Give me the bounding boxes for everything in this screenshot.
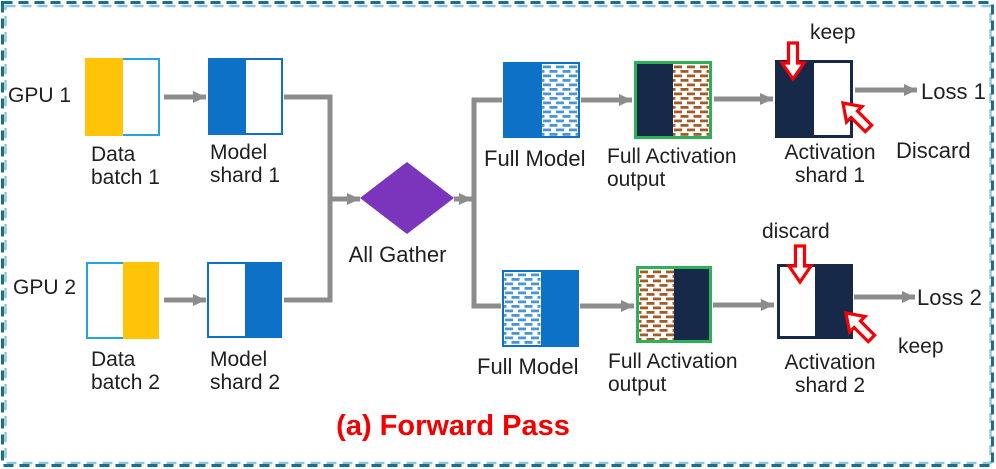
all-gather-label: All Gather	[348, 242, 447, 267]
gpu1-label: GPU 1	[8, 84, 72, 107]
full-model-1-label: Full Model	[484, 146, 586, 171]
keep-1-label: keep	[810, 21, 856, 44]
activation-shard-2-discarded-half	[780, 267, 815, 336]
connector-shards-join	[284, 94, 333, 303]
model-shard-2-filled-half	[244, 264, 280, 336]
model-shard-1-label: Model shard 1	[210, 141, 281, 187]
full-activation-2-label: Full Activation output	[608, 350, 738, 396]
discard-2-label: discard	[762, 220, 830, 243]
model-shard-2-box	[207, 262, 282, 338]
full-model-2-local-half	[540, 272, 577, 345]
full-model-1-local-half	[505, 64, 542, 136]
full-activation-2-kept-half	[674, 269, 709, 340]
full-activation-output-1-box	[634, 61, 712, 139]
full-model-1-gathered-half	[541, 64, 578, 136]
keep-2-label: keep	[898, 335, 944, 358]
model-shard-2-empty-half	[209, 264, 245, 336]
diagram-title: (a) Forward Pass	[336, 410, 570, 442]
full-activation-output-2-box	[636, 266, 712, 343]
activation-shard-1-kept-half	[778, 63, 814, 135]
data-batch-2-label: Data batch 2	[91, 348, 160, 394]
full-activation-1-kept-half	[637, 64, 673, 136]
activation-shard-2-kept-half	[815, 267, 850, 336]
data-batch-1-box	[85, 58, 160, 136]
data-batch-1-label: Data batch 1	[91, 143, 160, 189]
connector-gather-split	[471, 97, 502, 309]
gpu2-label: GPU 2	[13, 276, 77, 299]
full-model-2-gathered-half	[504, 272, 541, 345]
activation-shard-2-box	[777, 264, 853, 339]
activation-shard-1-label: Activation shard 1	[784, 141, 876, 187]
data-batch-1-filled-half	[85, 58, 123, 136]
data-batch-2-box	[86, 262, 159, 339]
full-activation-1-remote-half	[673, 64, 709, 136]
data-batch-2-filled-half	[122, 262, 159, 339]
full-activation-1-label: Full Activation output	[607, 145, 737, 191]
activation-shard-1-box	[775, 60, 853, 138]
full-model-2-box	[502, 270, 579, 347]
model-shard-1-filled-half	[210, 60, 246, 133]
full-activation-2-remote-half	[639, 269, 674, 340]
all-gather-diamond-icon	[360, 162, 454, 234]
model-shard-1-empty-half	[246, 60, 282, 133]
loss-2-label: Loss 2	[917, 285, 982, 310]
model-shard-2-label: Model shard 2	[210, 348, 281, 394]
discard-1-label: Discard	[896, 138, 971, 163]
full-model-1-box	[503, 62, 580, 138]
full-model-2-label: Full Model	[477, 354, 579, 379]
model-shard-1-box	[208, 58, 283, 135]
loss-1-label: Loss 1	[921, 79, 986, 104]
activation-shard-1-discarded-half	[814, 63, 850, 135]
activation-shard-2-label: Activation shard 2	[784, 351, 876, 397]
